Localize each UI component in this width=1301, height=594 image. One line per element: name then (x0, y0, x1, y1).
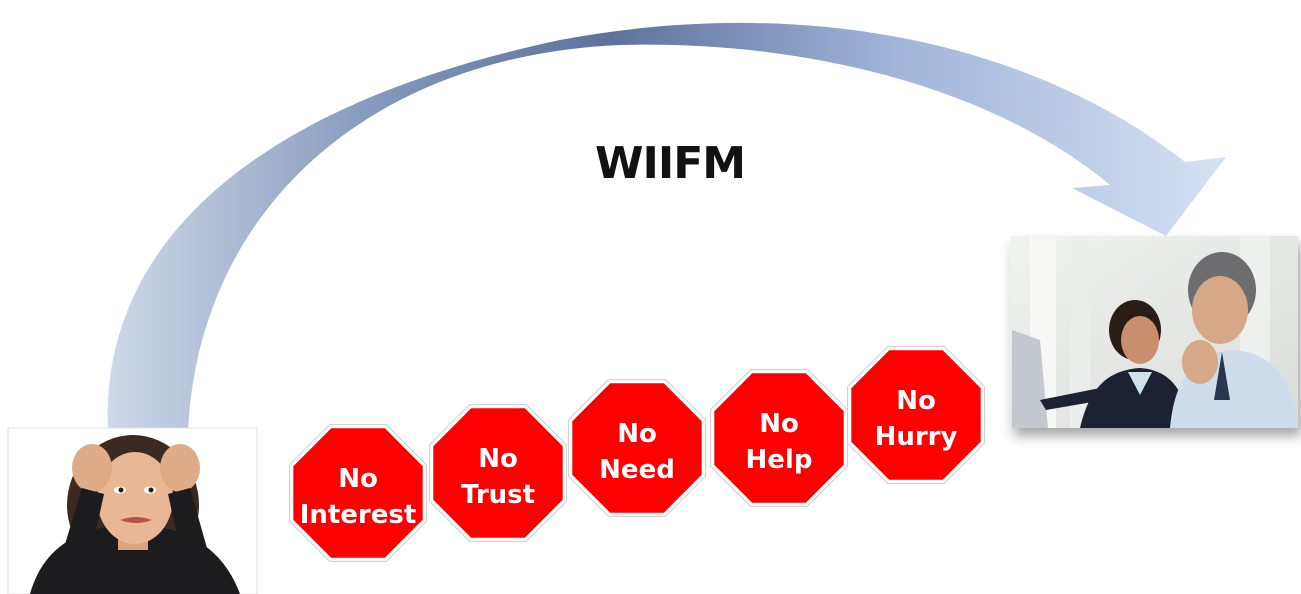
stop-sign-octagon (851, 350, 981, 480)
stop-sign-octagon (714, 373, 844, 503)
stop-sign-line2: Hurry (875, 422, 958, 452)
stop-sign-line2: Trust (461, 480, 535, 510)
stop-sign-line1: No (896, 386, 936, 416)
stop-sign-line1: No (617, 419, 657, 449)
stop-sign-line2: Help (746, 445, 813, 475)
stressed-woman-photo (7, 427, 258, 594)
stop-sign-line1: No (338, 464, 378, 494)
stop-sign-octagon (433, 408, 563, 538)
diagram-title: WIIFM (594, 138, 746, 189)
stop-sign-line2: Interest (300, 500, 417, 530)
stop-sign-octagon (293, 428, 423, 558)
stop-sign-line2: Need (599, 455, 675, 485)
stop-sign-octagon (572, 383, 702, 513)
business-meeting-photo (1010, 236, 1298, 428)
stop-sign-line1: No (759, 409, 799, 439)
stop-sign-line1: No (478, 444, 518, 474)
